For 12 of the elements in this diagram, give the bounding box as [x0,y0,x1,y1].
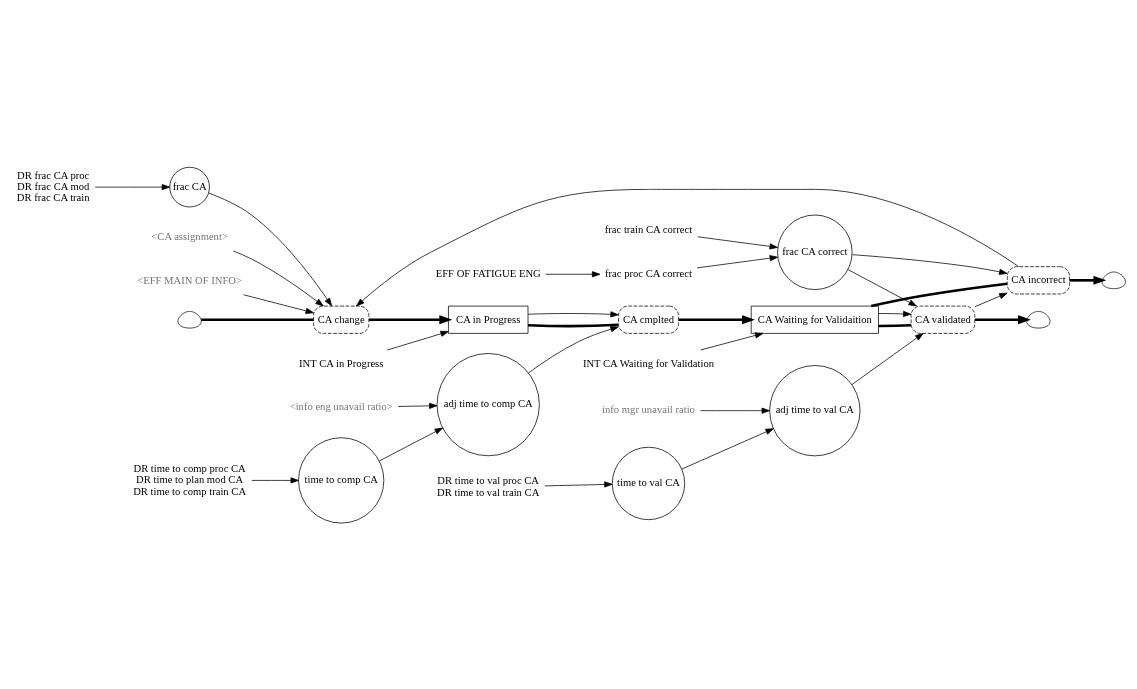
node-text: DR frac CA proc DR frac CA mod DR frac CA train [16,169,90,203]
node-text: frac train CA correct [604,223,693,235]
node-text: INT CA Waiting for Validation [582,357,715,368]
node-text: DR time to val proc CA DR time to val train CA [437,474,540,498]
node-text: DR time to comp proc CA DR time to plan mod CA DR time to comp train CA [133,462,247,497]
node-text: frac proc CA correct [605,267,692,279]
node-text: EFF OF FATIGUE ENG [435,267,541,279]
node-text: <info eng unavail ratio> [289,400,393,412]
node-text: <EFF MAIN OF INFO> [137,274,243,286]
node-text: info mgr unavail ratio [602,403,695,415]
node-text: <CA assignment> [151,230,228,242]
node-text: INT CA in Progress [299,357,384,368]
